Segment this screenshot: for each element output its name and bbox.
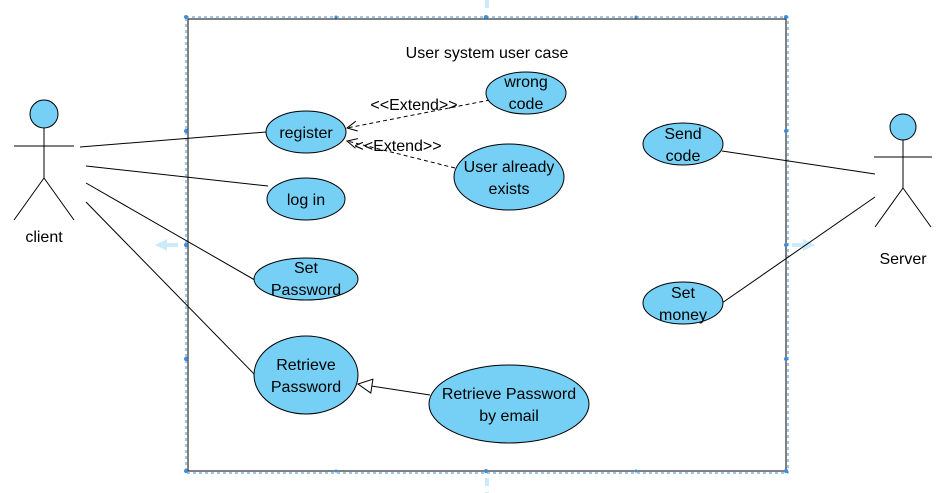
assoc-client-retrieve xyxy=(85,201,259,379)
usecase-retrieve-password-line1: Retrieve xyxy=(276,357,336,374)
associations xyxy=(79,131,876,379)
usecase-user-exists[interactable]: User already exists xyxy=(453,143,565,211)
extend-wrongcode-register xyxy=(347,99,491,128)
extend-userexists-register xyxy=(347,141,456,169)
actor-server-label: Server xyxy=(879,251,927,268)
arrow-right-icon[interactable] xyxy=(792,239,815,251)
extend-label-1: <<Extend>> xyxy=(370,97,457,114)
usecase-retrieve-by-email-line1: Retrieve Password xyxy=(442,386,576,403)
usecase-retrieve-by-email[interactable]: Retrieve Password by email xyxy=(428,364,590,444)
usecase-set-password-line1: Set xyxy=(294,260,319,277)
actor-client-label: client xyxy=(25,229,63,246)
usecase-retrieve-password[interactable]: Retrieve Password xyxy=(253,335,359,415)
usecase-register-label: register xyxy=(279,125,333,142)
extend-relations xyxy=(347,99,491,169)
actor-server[interactable] xyxy=(874,113,932,228)
usecase-retrieve-by-email-line2: by email xyxy=(479,408,539,425)
usecase-send-code-line2: code xyxy=(666,148,701,165)
usecase-wrong-code[interactable]: wrong code xyxy=(485,71,567,115)
selection-handles[interactable] xyxy=(184,15,788,473)
usecase-user-exists-line1: User already xyxy=(464,159,555,176)
usecase-user-exists-line2: exists xyxy=(489,181,530,198)
usecase-send-code[interactable]: Send code xyxy=(642,122,724,166)
usecase-login-label: log in xyxy=(287,192,325,209)
usecase-set-money-line1: Set xyxy=(671,285,696,302)
extend-label-2: <<Extend>> xyxy=(354,138,441,155)
usecase-set-password-line2: Password xyxy=(271,282,341,299)
usecase-retrieve-password-line2: Password xyxy=(271,379,341,396)
assoc-client-setpassword xyxy=(85,182,261,284)
assoc-client-register xyxy=(79,131,267,148)
usecase-send-code-line1: Send xyxy=(664,126,701,143)
generalization-email-retrieve xyxy=(358,384,431,396)
usecase-register[interactable]: register xyxy=(265,110,347,154)
usecase-set-money[interactable]: Set money xyxy=(642,281,724,325)
actor-client[interactable] xyxy=(13,99,75,221)
actor-client-head xyxy=(29,99,59,129)
assoc-server-sendcode xyxy=(721,150,876,175)
actor-server-head xyxy=(889,113,917,141)
usecase-set-money-line2: money xyxy=(659,307,707,324)
arrow-left-icon[interactable] xyxy=(155,239,178,251)
assoc-server-setmoney xyxy=(721,196,876,304)
system-title: User system user case xyxy=(406,45,569,62)
editor-guides xyxy=(155,0,815,493)
usecase-wrong-code-line1: wrong xyxy=(503,74,548,91)
assoc-client-login xyxy=(85,165,269,187)
usecase-login[interactable]: log in xyxy=(266,177,346,221)
usecase-set-password[interactable]: Set Password xyxy=(253,257,359,301)
usecase-wrong-code-line2: code xyxy=(509,96,544,113)
